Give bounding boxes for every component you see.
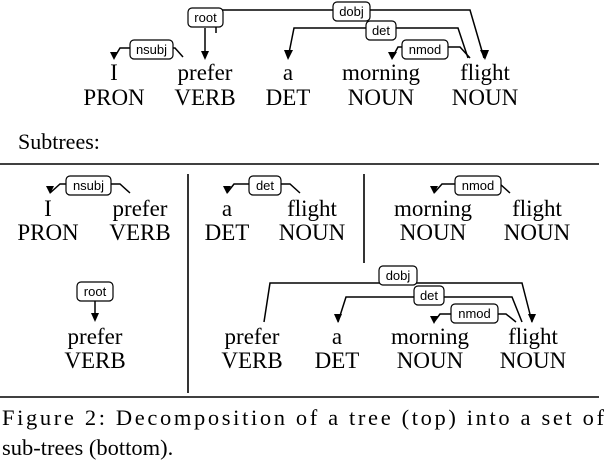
arc-label-nmod: nmod [462,178,495,193]
arrowhead-nsubj [46,186,54,194]
subtree-nmod: nmod morning flight NOUN NOUN [394,175,571,245]
token-pos: PRON [17,220,79,245]
token-word: a [222,196,232,221]
arrowhead-dobj [480,50,489,60]
arrowhead-det [223,186,231,194]
arc-label-dobj: dobj [386,268,411,283]
token-word: flight [287,196,337,221]
token-pos: NOUN [279,220,346,245]
token-word: flight [508,324,558,349]
token-word: morning [394,196,472,221]
token-pos: VERB [64,348,125,373]
arc-label-nsubj: nsubj [136,42,167,57]
arc-label-root: root [84,284,107,299]
token-word: prefer [113,196,168,221]
token-pos: PRON [83,85,145,110]
token-word: I [110,60,118,85]
token-word: I [44,196,52,221]
arc-label-det: det [372,23,390,38]
token-pos: NOUN [504,220,571,245]
arrowhead-nsubj [110,52,118,60]
figure-caption-line1: Figure 2: Decomposition of a tree (top) … [2,405,605,430]
subtree-det: det a flight DET NOUN [205,175,346,245]
label-box-nsubj [65,175,112,196]
arc-label-nmod: nmod [409,42,442,57]
arc-label-nsubj: nsubj [73,178,104,193]
arc-label-dobj: dobj [339,4,364,19]
label-box-det [413,285,445,306]
subtrees-heading: Subtrees: [18,129,100,154]
token-pos: DET [315,348,360,373]
token-pos: NOUN [397,348,464,373]
arc-label-det: det [420,288,438,303]
main-tree: dobj det nmod nsubj root I prefer a morn… [83,1,519,110]
token-pos: NOUN [400,220,467,245]
arrowhead-nmod [388,52,397,60]
subtree-root: root prefer VERB [64,281,126,373]
arrowhead-nmod [430,316,438,324]
arc-label-det: det [256,178,274,193]
arrowhead-det [284,50,293,60]
token-word: morning [391,324,469,349]
label-box-nmod [454,175,502,196]
arrowhead-nmod [430,186,438,194]
token-word: flight [460,60,510,85]
subtree-nsubj: nsubj I prefer PRON VERB [17,175,171,245]
label-box-nsubj [129,39,174,60]
token-pos: VERB [221,348,282,373]
label-box-det [365,20,397,41]
arrowhead-root [91,313,99,322]
figure-caption-line2: sub-trees (bottom). [2,435,173,460]
token-word: prefer [225,324,280,349]
label-box-dobj [332,1,371,22]
arc-label-nmod: nmod [458,306,491,321]
token-pos: DET [266,85,311,110]
token-word: prefer [178,60,233,85]
token-pos: VERB [109,220,170,245]
token-word: a [283,60,293,85]
arc-label-root: root [194,10,217,25]
token-word: a [332,324,342,349]
label-box-dobj [378,265,418,286]
token-pos: VERB [174,85,235,110]
label-box-nmod [401,39,449,60]
arrowhead-det [334,314,342,323]
token-word: prefer [68,324,123,349]
token-pos: NOUN [348,85,415,110]
token-word: flight [512,196,562,221]
label-box-det [248,175,282,196]
token-pos: NOUN [452,85,519,110]
token-pos: DET [205,220,250,245]
label-box-root [187,7,224,28]
arrowhead-dobj [528,314,536,323]
subtree-dobj: dobj det nmod prefer a morning flight VE… [221,265,567,373]
label-box-nmod [450,303,499,324]
arrowhead-root [201,51,209,60]
token-pos: NOUN [500,348,567,373]
token-word: morning [342,60,420,85]
